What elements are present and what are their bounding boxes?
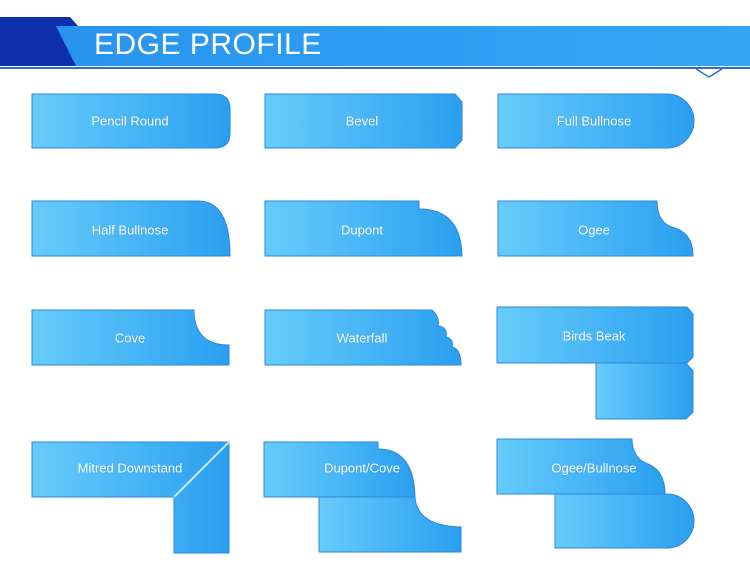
birds-beak-shape [496, 306, 694, 420]
profile-ogee-bullnose: Ogee/Bullnose [496, 438, 696, 554]
pencil-round-shape [31, 93, 231, 149]
full-bullnose-shape [497, 93, 695, 149]
page-title: EDGE PROFILE [94, 28, 322, 61]
profile-dupont: Dupont [264, 200, 464, 260]
profile-mitred-downstand: Mitred Downstand [31, 441, 231, 557]
profile-ogee: Ogee [497, 200, 697, 260]
profile-label: Dupont [341, 222, 383, 238]
profile-pencil-round: Pencil Round [31, 91, 231, 151]
profile-label: Cove [114, 330, 146, 346]
profile-label: Ogee/Bullnose [551, 460, 637, 476]
mitred-downstand-shape [31, 441, 230, 554]
dupont-cove-shape [263, 441, 462, 553]
profile-label: Pencil Round [91, 113, 169, 129]
profile-label: Bevel [345, 113, 379, 129]
profile-label: Half Bullnose [91, 222, 169, 238]
profile-waterfall: Waterfall [264, 309, 464, 369]
dupont-shape [264, 200, 463, 257]
bevel-shape [264, 93, 463, 149]
profile-label: Mitred Downstand [77, 460, 183, 476]
ogee-shape [497, 200, 694, 257]
half-bullnose-shape [31, 200, 231, 257]
waterfall-shape [264, 309, 462, 366]
profile-label: Full Bullnose [556, 113, 632, 129]
profile-label: Ogee [578, 222, 610, 238]
profile-label: Waterfall [336, 330, 388, 346]
profile-dupont-cove: Dupont/Cove [263, 441, 463, 557]
profile-bevel: Bevel [264, 91, 464, 151]
profile-half-bullnose: Half Bullnose [31, 200, 231, 260]
page-header: EDGE PROFILE [0, 0, 750, 82]
cove-shape [31, 309, 230, 366]
profile-cove: Cove [31, 309, 231, 369]
profile-full-bullnose: Full Bullnose [497, 91, 697, 151]
profile-birds-beak: Birds Beak [496, 306, 696, 422]
ogee-bullnose-shape [496, 438, 695, 549]
profile-label: Dupont/Cove [324, 460, 400, 476]
header-banner [0, 17, 750, 78]
profile-label: Birds Beak [562, 328, 626, 344]
